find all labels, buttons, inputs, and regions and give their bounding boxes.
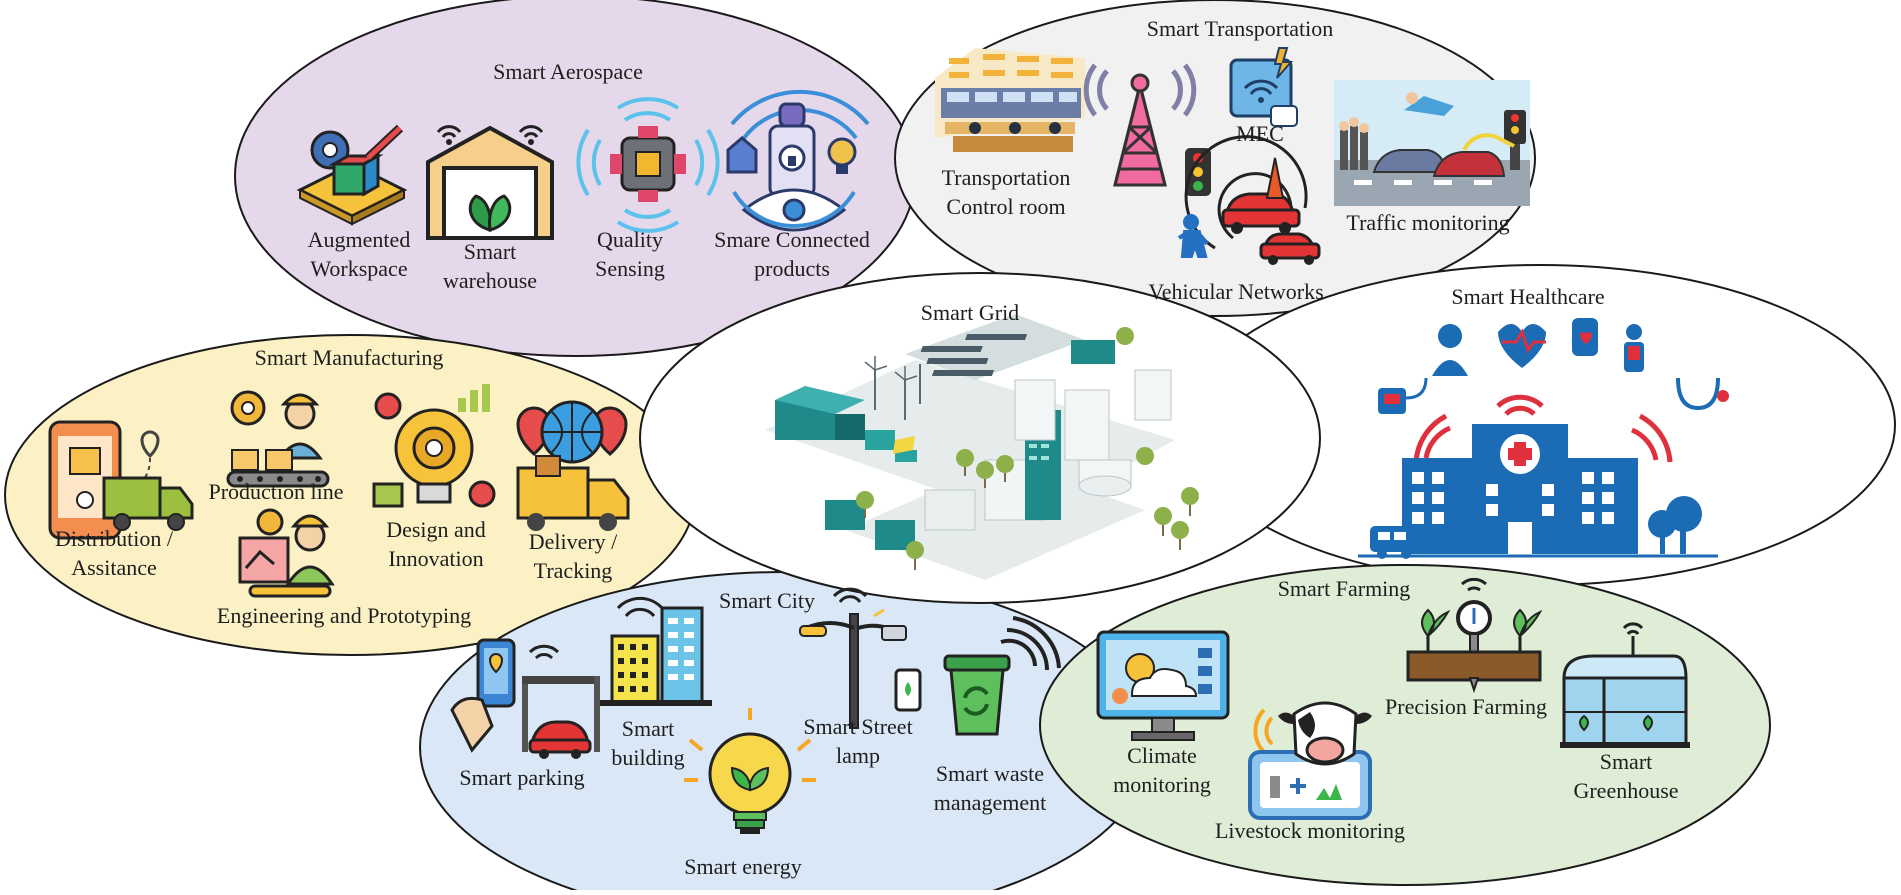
label-line: Greenhouse [1573, 778, 1679, 803]
label-line: Workspace [310, 256, 408, 281]
livestock-cow-icon [1248, 701, 1372, 820]
label-line: Innovation [388, 546, 484, 571]
vehicular-network-icon [1177, 135, 1321, 265]
label-line: Delivery / [528, 529, 618, 554]
smart-waste-bin-icon [943, 616, 1061, 736]
connected-products-icon [726, 89, 870, 232]
label-engineering-prototyping: Engineering and Prototyping [216, 603, 472, 628]
label-line: Smart [1599, 749, 1653, 774]
label-smart-energy: Smart energy [684, 854, 802, 879]
label-connected-products: Smare Connected products [714, 225, 870, 283]
label-line: Smart waste [935, 761, 1045, 786]
label-smart-street-lamp: Smart Street lamp [803, 712, 912, 770]
label-line: management [933, 790, 1047, 815]
label-line: building [611, 745, 685, 770]
label-line: Smart [621, 716, 675, 741]
augmented-workspace-icon [296, 124, 408, 226]
title-smart-healthcare: Smart Healthcare [1451, 284, 1605, 309]
title-smart-farming: Smart Farming [1277, 576, 1411, 601]
label-traffic-monitoring: Traffic monitoring [1346, 210, 1510, 235]
distribution-phone-truck-icon [48, 420, 194, 540]
smart-grid-city-icon [765, 314, 1199, 580]
title-smart-aerospace: Smart Aerospace [493, 59, 643, 84]
radio-tower-icon [1083, 63, 1197, 187]
label-line: Quality [597, 227, 663, 252]
smart-energy-bulb-icon [684, 708, 816, 834]
traffic-accident-icon [1334, 80, 1530, 206]
label-climate-monitoring: Climate monitoring [1113, 741, 1211, 799]
delivery-truck-globe-icon [516, 400, 630, 531]
smart-greenhouse-icon [1560, 622, 1690, 748]
production-line-worker-icon [226, 390, 330, 488]
title-smart-grid: Smart Grid [920, 300, 1020, 325]
label-line: Control room [946, 194, 1066, 219]
label-distribution: Distribution / Assitance [55, 524, 173, 582]
title-smart-manufacturing: Smart Manufacturing [254, 345, 444, 370]
label-line: lamp [836, 743, 880, 768]
title-smart-transportation: Smart Transportation [1146, 16, 1334, 41]
label-line: Distribution / [55, 526, 173, 551]
label-line: warehouse [442, 268, 538, 293]
label-smart-warehouse: Smart warehouse [443, 237, 537, 295]
design-lightbulb-gear-icon [372, 384, 496, 508]
control-room-icon [935, 48, 1085, 152]
smart-warehouse-icon [426, 125, 554, 240]
smart-street-lamp-icon [799, 587, 922, 729]
label-line: monitoring [1113, 772, 1211, 797]
label-line: Climate [1127, 743, 1197, 768]
label-line: Smart Street [803, 714, 913, 739]
label-line: Augmented [307, 227, 411, 252]
label-line: Smare Connected [714, 227, 870, 252]
climate-monitor-icon [1096, 630, 1230, 741]
label-precision-farming: Precision Farming [1385, 694, 1547, 719]
label-line: Assitance [71, 555, 157, 580]
quality-sensing-chip-icon [576, 97, 720, 233]
label-production-line: Production line [208, 479, 344, 504]
label-line: Smart [463, 239, 517, 264]
label-delivery-tracking: Delivery / Tracking [529, 527, 618, 585]
label-line: Transportation [941, 165, 1071, 190]
label-vehicular-networks: Vehicular Networks [1148, 279, 1324, 304]
smart-hospital-icon [1358, 318, 1729, 559]
label-line: Design and [386, 517, 486, 542]
label-line: Tracking [533, 558, 613, 583]
label-livestock-monitoring: Livestock monitoring [1214, 818, 1406, 843]
label-smart-waste-management: Smart waste management [934, 759, 1046, 817]
mec-server-icon [1229, 47, 1298, 127]
label-smart-building: Smart building [611, 714, 684, 772]
title-smart-city: Smart City [719, 588, 815, 613]
label-line: Sensing [595, 256, 665, 281]
smart-parking-icon [450, 638, 600, 759]
label-mec: MEC [1236, 121, 1284, 146]
smart-building-icon [600, 596, 712, 706]
label-smart-parking: Smart parking [459, 765, 585, 790]
engineering-worker-icon [238, 508, 335, 598]
precision-farming-icon [1406, 577, 1543, 694]
label-line: products [754, 256, 830, 281]
